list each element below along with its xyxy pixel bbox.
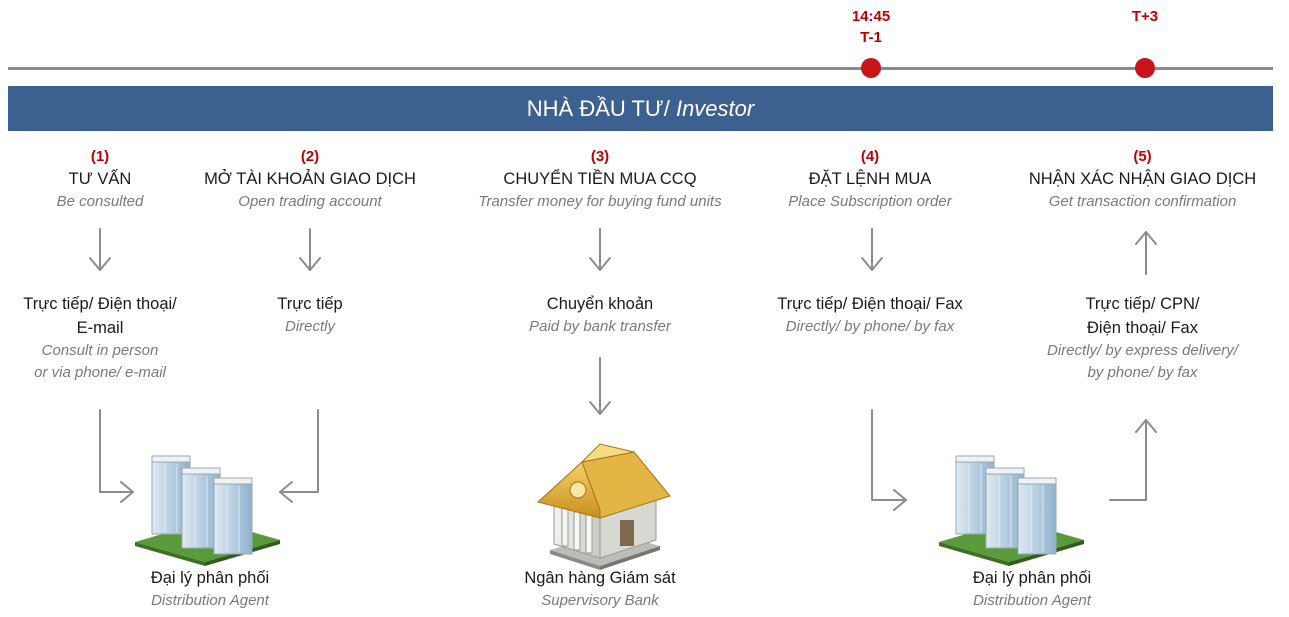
step-title: TƯ VẤN	[68, 170, 132, 188]
timeline-day: T+3	[1131, 8, 1159, 25]
method-vn: Trực tiếp/ CPN/	[1085, 295, 1200, 313]
method-vn: Trực tiếp/ Điện thoại/ Fax	[777, 295, 963, 313]
method-vn: Trực tiếp/ Điện thoại/	[23, 295, 177, 313]
entity-distribution-agent-1: Đại lý phân phối Distribution Agent	[110, 566, 310, 612]
arrow-down-icon	[299, 228, 321, 271]
timeline-line	[8, 67, 1273, 70]
step-number: (2)	[300, 148, 320, 165]
timeline-label-t-1: 14:45 T-1	[831, 6, 911, 48]
step-1: (1) TƯ VẤN Be consulted	[0, 146, 200, 213]
entity-en: Supervisory Bank	[541, 592, 659, 609]
step-subtitle: Place Subscription order	[788, 193, 952, 210]
method-en: Consult in person	[41, 342, 159, 359]
timeline-day: T-1	[860, 29, 882, 46]
arrow-down-icon	[861, 228, 883, 271]
arrow-up-icon	[1109, 419, 1157, 501]
step-subtitle: Open trading account	[238, 193, 382, 210]
arrow-down-icon	[589, 357, 611, 415]
step-title: MỞ TÀI KHOẢN GIAO DỊCH	[204, 170, 416, 188]
method-1: Trực tiếp/ Điện thoại/ E-mail Consult in…	[0, 292, 200, 384]
method-en: Directly	[284, 318, 335, 335]
method-en: Directly/ by phone/ by fax	[785, 318, 955, 335]
step-subtitle: Transfer money for buying fund units	[478, 193, 722, 210]
step-subtitle: Be consulted	[56, 193, 144, 210]
entity-en: Distribution Agent	[973, 592, 1091, 609]
arrow-down-icon	[89, 228, 111, 271]
method-vn: Trực tiếp	[277, 295, 343, 313]
method-vn: Chuyển khoản	[546, 295, 654, 313]
banner-vn: NHÀ ĐẦU TƯ/	[526, 96, 676, 121]
investor-banner: NHÀ ĐẦU TƯ/ Investor	[8, 86, 1273, 131]
step-4: (4) ĐẶT LỆNH MUA Place Subscription orde…	[740, 146, 1000, 213]
step-title: NHẬN XÁC NHẬN GIAO DỊCH	[1028, 170, 1257, 188]
method-vn: Điện thoại/ Fax	[1087, 319, 1198, 337]
office-buildings-icon	[939, 455, 1084, 566]
arrow-left-icon	[279, 409, 319, 503]
entity-distribution-agent-2: Đại lý phân phối Distribution Agent	[932, 566, 1132, 612]
method-vn: E-mail	[76, 319, 124, 337]
entity-vn: Đại lý phân phối	[150, 569, 270, 587]
step-number: (5)	[1133, 148, 1152, 165]
step-number: (1)	[90, 148, 110, 165]
arrow-right-icon	[871, 409, 907, 511]
step-subtitle: Get transaction confirmation	[1048, 193, 1237, 210]
entity-vn: Ngân hàng Giám sát	[524, 569, 676, 587]
method-5: Trực tiếp/ CPN/ Điện thoại/ Fax Directly…	[1010, 292, 1275, 384]
arrow-down-icon	[589, 228, 611, 271]
step-5: (5) NHẬN XÁC NHẬN GIAO DỊCH Get transact…	[1000, 146, 1285, 213]
method-en: Paid by bank transfer	[529, 318, 671, 335]
method-3: Chuyển khoản Paid by bank transfer	[490, 292, 710, 338]
timeline-label-t3: T+3	[1105, 6, 1185, 27]
timeline-dot-t3	[1135, 58, 1155, 78]
banner-en: Investor	[675, 96, 755, 121]
step-title: ĐẶT LỆNH MUA	[808, 170, 932, 188]
method-4: Trực tiếp/ Điện thoại/ Fax Directly/ by …	[745, 292, 995, 338]
method-2: Trực tiếp Directly	[230, 292, 390, 338]
office-buildings-icon	[135, 455, 280, 566]
bank-icon	[536, 443, 671, 570]
step-2: (2) MỞ TÀI KHOẢN GIAO DỊCH Open trading …	[160, 146, 460, 213]
timeline-dot-t-1	[861, 58, 881, 78]
step-number: (3)	[590, 148, 610, 165]
step-number: (4)	[860, 148, 880, 165]
method-en: Directly/ by express delivery/	[1047, 342, 1238, 359]
arrow-right-icon	[99, 409, 134, 503]
step-title: CHUYỂN TIỀN MUA CCQ	[503, 170, 697, 188]
entity-vn: Đại lý phân phối	[972, 569, 1092, 587]
entity-en: Distribution Agent	[151, 592, 269, 609]
entity-supervisory-bank: Ngân hàng Giám sát Supervisory Bank	[480, 566, 720, 612]
timeline-time: 14:45	[851, 8, 891, 25]
step-3: (3) CHUYỂN TIỀN MUA CCQ Transfer money f…	[440, 146, 760, 213]
method-en: or via phone/ e-mail	[34, 364, 166, 381]
arrow-up-icon	[1135, 231, 1157, 275]
method-en: by phone/ by fax	[1087, 364, 1198, 381]
